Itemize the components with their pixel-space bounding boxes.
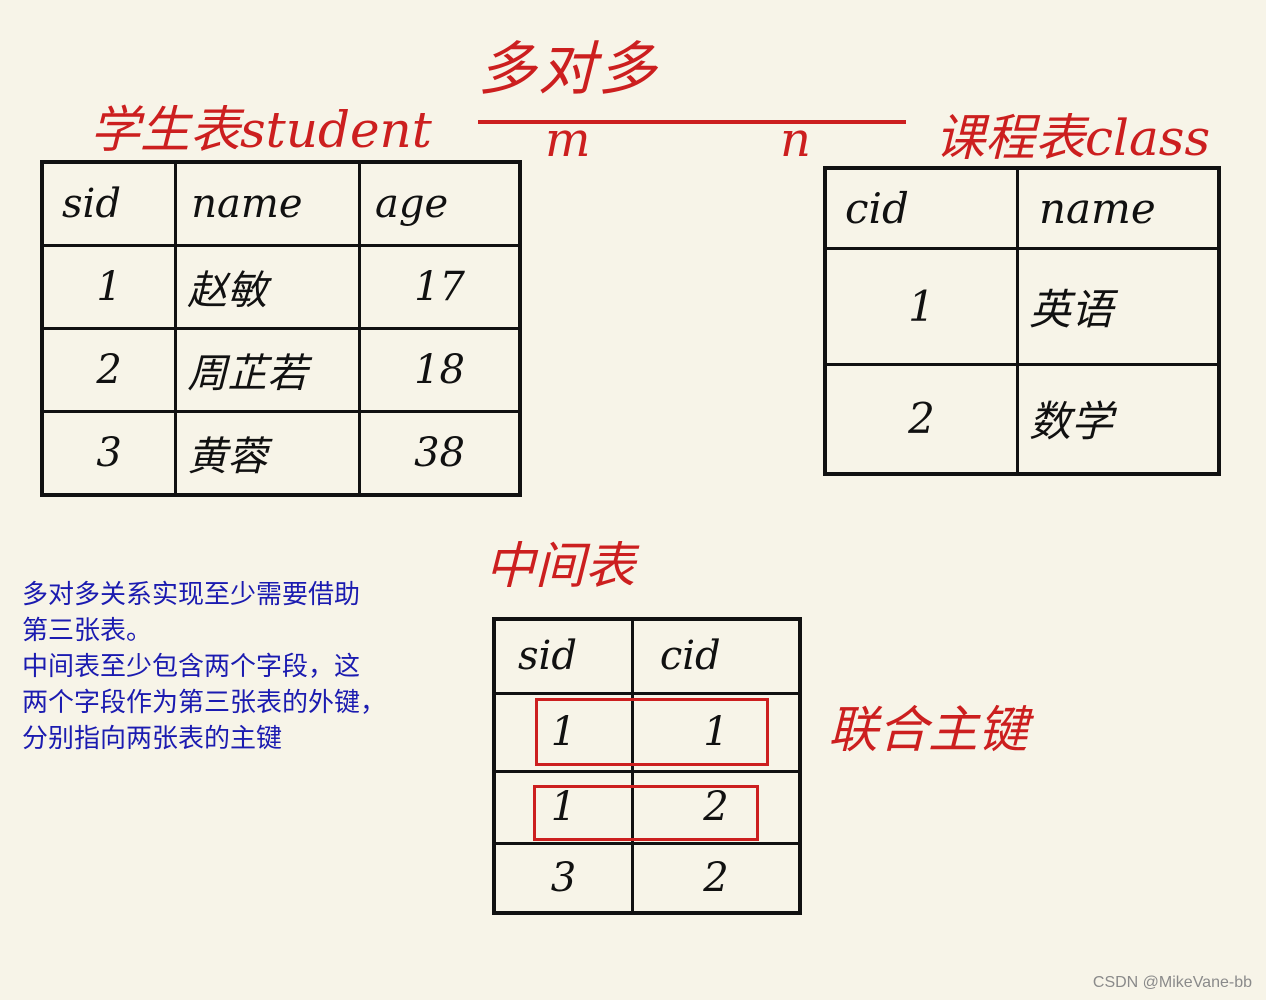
student-table-title: 学生表student bbox=[90, 101, 432, 159]
student-table: sid name age 1 赵敏 17 2 周芷若 18 3 黄蓉 38 bbox=[40, 160, 522, 497]
table-row: 1 2 bbox=[492, 769, 802, 845]
watermark: CSDN @MikeVane-bb bbox=[1092, 974, 1252, 991]
n-label: n bbox=[780, 112, 811, 168]
composite-key-label: 联合主键 bbox=[828, 701, 1028, 759]
middle-sid-cell: 3 bbox=[492, 841, 634, 915]
student-name-cell: 赵敏 bbox=[174, 244, 362, 330]
student-age-cell: 17 bbox=[358, 244, 522, 330]
student-header-name: name bbox=[174, 160, 362, 247]
middle-cid-cell: 2 bbox=[630, 769, 802, 845]
middle-header-sid: sid bbox=[492, 617, 634, 695]
student-age-cell: 18 bbox=[358, 327, 522, 413]
m-label: m bbox=[545, 112, 591, 168]
table-row: 3 黄蓉 38 bbox=[40, 410, 522, 497]
student-header-age: age bbox=[358, 160, 522, 247]
composite-key-box-row1 bbox=[535, 698, 769, 766]
note-line: 中间表至少包含两个字段，这 bbox=[22, 652, 361, 682]
course-header-name: name bbox=[1015, 166, 1221, 250]
relation-line bbox=[478, 120, 906, 124]
relation-title: 多对多 bbox=[478, 35, 659, 103]
middle-header-row: sid cid bbox=[492, 617, 802, 695]
table-row: 1 1 bbox=[492, 691, 802, 773]
middle-cid-cell: 1 bbox=[630, 691, 802, 773]
course-cid-cell: 1 bbox=[823, 246, 1019, 366]
student-age-cell: 38 bbox=[358, 410, 522, 497]
student-sid-cell: 1 bbox=[40, 244, 178, 330]
composite-key-box-row2 bbox=[533, 785, 759, 841]
notes: 多对多关系实现至少需要借助 第三张表。 中间表至少包含两个字段，这 两个字段作为… bbox=[22, 577, 462, 757]
course-table-title: 课程表class bbox=[935, 109, 1211, 167]
student-name-cell: 周芷若 bbox=[174, 327, 362, 413]
course-name-cell: 英语 bbox=[1015, 246, 1221, 366]
table-row: 2 数学 bbox=[823, 362, 1221, 476]
table-row: 1 赵敏 17 bbox=[40, 244, 522, 330]
student-name-cell: 黄蓉 bbox=[174, 410, 362, 497]
note-line: 多对多关系实现至少需要借助 bbox=[22, 580, 361, 610]
student-sid-cell: 2 bbox=[40, 327, 178, 413]
course-table: cid name 1 英语 2 数学 bbox=[823, 166, 1221, 476]
note-line: 第三张表。 bbox=[22, 616, 153, 646]
table-row: 3 2 bbox=[492, 841, 802, 915]
course-header-row: cid name bbox=[823, 166, 1221, 250]
student-header-row: sid name age bbox=[40, 160, 522, 247]
note-line: 分别指向两张表的主键 bbox=[22, 724, 283, 754]
table-row: 1 英语 bbox=[823, 246, 1221, 366]
course-name-cell: 数学 bbox=[1015, 362, 1221, 476]
table-row: 2 周芷若 18 bbox=[40, 327, 522, 413]
middle-table: sid cid 1 1 1 2 3 2 bbox=[492, 617, 802, 915]
note-line: 两个字段作为第三张表的外键， bbox=[22, 688, 387, 718]
student-sid-cell: 3 bbox=[40, 410, 178, 497]
middle-sid-cell: 1 bbox=[492, 691, 634, 773]
middle-sid-cell: 1 bbox=[492, 769, 634, 845]
middle-header-cid: cid bbox=[630, 617, 802, 695]
course-header-cid: cid bbox=[823, 166, 1019, 250]
middle-table-title: 中间表 bbox=[485, 537, 635, 595]
student-header-sid: sid bbox=[40, 160, 178, 247]
course-cid-cell: 2 bbox=[823, 362, 1019, 476]
middle-cid-cell: 2 bbox=[630, 841, 802, 915]
